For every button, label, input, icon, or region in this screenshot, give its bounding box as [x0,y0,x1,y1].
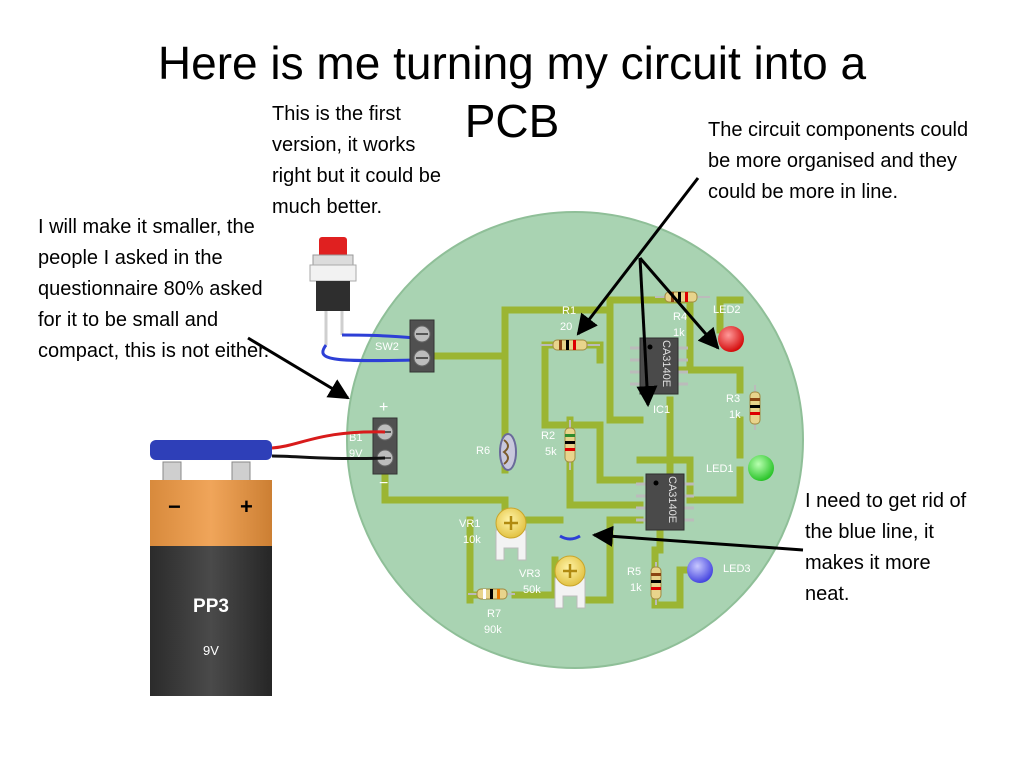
note-make-smaller: I will make it smaller, the people I ask… [38,216,270,362]
label-plus: + [379,399,388,416]
trimmer-vr3 [554,555,586,609]
label-r3-value: 1k [729,409,741,421]
battery-name: PP3 [193,596,229,617]
arrow-to-terminal [247,336,350,400]
chip-label-b: CA3140E [666,476,678,523]
resistor-r2 [564,420,576,470]
sw2-terminal [409,319,435,373]
switch-wire [341,333,416,340]
arrow-to-r1 [576,177,700,336]
battery-minus: − [168,494,181,519]
resistor-r7 [468,588,515,600]
label-r2-value: 5k [545,446,557,458]
label-vr3: VR3 [519,568,540,580]
chip-label-a: CA3140E [660,340,672,387]
label-sw2: SW2 [375,341,399,353]
label-r7: R7 [487,608,501,620]
battery-voltage: 9V [203,643,219,658]
arrow-to-led2 [638,257,720,350]
label-r1: R1 [562,305,576,317]
label-minus: − [379,475,388,492]
note-blue-line: I need to get rid of the blue line, it m… [805,490,967,605]
arrow-to-blue-wire [591,525,804,552]
resistor-r1 [540,339,600,351]
note-first-version: This is the first version, it works righ… [272,103,441,218]
label-b1: B1 [349,432,362,444]
slide-title-line1: Here is me turning my circuit into a [157,37,867,89]
battery-plus: + [240,494,253,519]
label-led3: LED3 [723,563,751,575]
led-red [718,326,744,352]
label-r5-value: 1k [630,582,642,594]
switch-wire [321,344,416,363]
pp3-battery [150,440,272,696]
ldr-r6 [499,433,517,471]
label-r3: R3 [726,393,740,405]
slide-title: Here is me turning my circuit into a PCB [0,34,1024,150]
annotation-arrows [247,177,804,552]
b1-terminal [372,417,398,475]
trimmer-vr1 [495,507,527,561]
arrow-to-chip-a [636,257,658,408]
ic-chip-b [636,473,694,531]
label-r5: R5 [627,566,641,578]
label-r6: R6 [476,445,490,457]
label-r1-value: 20 [560,321,572,333]
led-blue [687,557,713,583]
battery-wire-red [271,430,386,450]
note-organised: The circuit components could be more org… [708,119,969,203]
resistor-r5 [650,562,662,605]
label-ic1: IC1 [653,404,670,416]
blue-jumper-wire [559,534,581,541]
label-led2: LED2 [713,304,741,316]
label-r2: R2 [541,430,555,442]
label-r4-value: 1k [673,327,685,339]
resistor-r3 [749,385,761,430]
led-green [748,455,774,481]
push-switch [309,237,357,345]
slide-title-line2: PCB [464,95,560,147]
label-led1: LED1 [706,463,734,475]
battery-wire-black [271,454,386,461]
label-vr1-value: 10k [463,534,481,546]
label-r4: R4 [673,311,687,323]
label-vr1: VR1 [459,518,480,530]
label-vr3-value: 50k [523,584,541,596]
label-r7-value: 90k [484,624,502,636]
